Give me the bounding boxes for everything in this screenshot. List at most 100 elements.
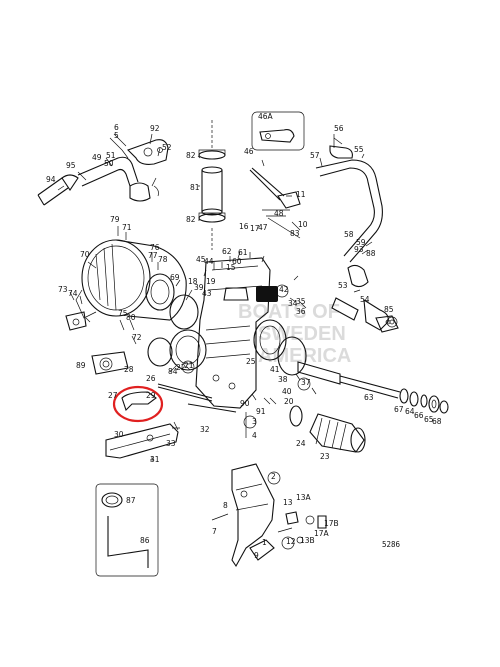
- part-label-34: 34: [288, 299, 298, 308]
- part-number-labels: 1 2 3 4 5 6 7 8 9 10 11 12 13 13A 13B 15…: [46, 112, 442, 560]
- bellows-group: [289, 405, 366, 453]
- part-label-32: 32: [200, 425, 210, 434]
- figure-reference: 5286: [382, 540, 401, 549]
- part-label-9: 9: [254, 551, 259, 560]
- part-label-35: 35: [296, 297, 306, 306]
- part-label-53: 53: [338, 281, 348, 290]
- part-label-19: 19: [206, 277, 216, 286]
- part-label-3: 3: [252, 417, 257, 426]
- part-label-83: 83: [290, 229, 300, 238]
- part-label-13: 13: [283, 498, 293, 507]
- part-label-29: 29: [146, 391, 156, 400]
- part-label-21: 21: [184, 361, 194, 370]
- part-label-40: 40: [282, 387, 292, 396]
- part-label-28: 28: [124, 365, 134, 374]
- part-label-13B: 13B: [300, 536, 315, 545]
- part-label-23: 23: [320, 452, 330, 461]
- part-label-69: 69: [170, 273, 180, 282]
- part-label-68: 68: [432, 417, 442, 426]
- part-label-18: 18: [188, 277, 198, 286]
- part-label-30: 30: [114, 430, 124, 439]
- part-label-38: 38: [278, 375, 288, 384]
- part-label-16: 16: [239, 222, 249, 231]
- part-label-74: 74: [68, 289, 78, 298]
- part-label-49: 49: [92, 153, 102, 162]
- part-label-37: 37: [301, 378, 311, 387]
- part-label-60: 60: [232, 257, 242, 266]
- part-label-24: 24: [296, 439, 306, 448]
- part-label-73: 73: [58, 285, 68, 294]
- part-label-82a: 82: [186, 151, 196, 160]
- fasteners: [150, 383, 247, 461]
- part-label-77: 77: [148, 251, 158, 260]
- mount-bracket: [105, 423, 179, 459]
- part-label-2: 2: [271, 472, 276, 481]
- part-label-41: 41: [270, 365, 280, 374]
- part-label-63: 63: [364, 393, 374, 402]
- part-label-95: 95: [66, 161, 76, 170]
- hose-clamp-group: [198, 120, 226, 250]
- part-label-90: 90: [240, 399, 250, 408]
- part-label-22: 22: [176, 363, 186, 372]
- highlighted-hose-29: [112, 385, 164, 423]
- part-label-66: 66: [414, 411, 424, 420]
- part-label-62: 62: [222, 247, 232, 256]
- part-label-86: 86: [140, 536, 150, 545]
- part-label-84: 84: [168, 367, 178, 376]
- part-label-12: 12: [286, 537, 296, 546]
- fitting-73: [65, 311, 87, 331]
- part-label-17: 17: [250, 224, 260, 233]
- part-label-80: 80: [126, 313, 136, 322]
- part-label-64: 64: [405, 407, 415, 416]
- part-label-13A: 13A: [296, 493, 312, 502]
- part-label-46: 46: [244, 147, 254, 156]
- part-label-92: 92: [150, 124, 160, 133]
- part-label-46A: 46A: [258, 112, 274, 121]
- part-label-59: 59: [356, 238, 366, 247]
- coupling-85: [375, 315, 399, 333]
- part-label-33: 33: [166, 439, 176, 448]
- part-label-45: 45: [196, 255, 206, 264]
- part-label-72: 72: [132, 333, 142, 342]
- part-label-47: 47: [258, 223, 268, 232]
- part-label-20: 20: [284, 397, 294, 406]
- part-label-71: 71: [122, 223, 132, 232]
- watermark-line-3: AMERICA: [258, 345, 351, 367]
- part-label-7: 7: [212, 527, 217, 536]
- part-label-51: 51: [106, 151, 116, 160]
- part-label-48: 48: [274, 209, 284, 218]
- part-label-54: 54: [360, 295, 370, 304]
- part-label-6: 6: [114, 123, 119, 132]
- part-label-56: 56: [334, 124, 344, 133]
- part-label-85: 85: [384, 305, 394, 314]
- part-label-52: 52: [162, 143, 172, 152]
- part-label-4: 4: [252, 431, 257, 440]
- small-components: [285, 511, 327, 544]
- part-label-78: 78: [158, 255, 168, 264]
- part-label-94: 94: [46, 175, 56, 184]
- part-label-61: 61: [238, 248, 248, 257]
- part-label-58: 58: [344, 230, 354, 239]
- part-label-39: 39: [194, 283, 204, 292]
- part-label-65: 65: [424, 415, 434, 424]
- part-label-75: 75: [118, 309, 128, 318]
- part-label-42: 42: [279, 285, 289, 294]
- watermark: BOATS OF SWEDEN AMERICA: [238, 301, 351, 367]
- lower-gear-unit: [211, 463, 293, 568]
- part-label-43: 43: [202, 289, 212, 298]
- exhaust-outlet-housing: [75, 239, 187, 321]
- leader-lines: [57, 133, 373, 405]
- part-label-44: 44: [204, 257, 214, 266]
- part-label-91: 91: [256, 407, 266, 416]
- o-rings: [147, 294, 307, 376]
- part-label-25: 25: [246, 357, 256, 366]
- highlight-circle: [112, 385, 164, 423]
- prop-shaft-group: [297, 361, 449, 414]
- shift-lever-group: [249, 111, 305, 239]
- inset-box: [95, 483, 159, 577]
- part-label-5: 5: [114, 131, 119, 140]
- part-label-81: 81: [190, 183, 200, 192]
- part-label-8: 8: [223, 501, 228, 510]
- part-label-67: 67: [394, 405, 404, 414]
